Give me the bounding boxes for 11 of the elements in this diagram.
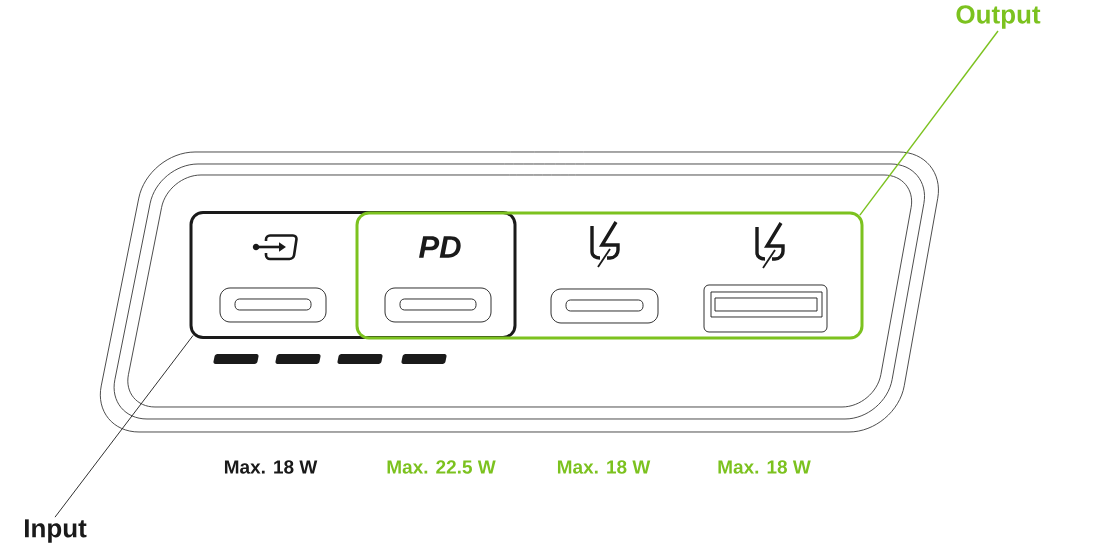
callout-label: Output <box>956 5 1041 29</box>
power-rating: Max. 18 W <box>557 460 651 474</box>
port-group-frame <box>355 211 864 340</box>
callout-label: Input <box>25 519 87 543</box>
port-marking: PD <box>419 236 461 258</box>
power-rating: Max. 18 W <box>718 460 811 474</box>
power-rating: Max. 22.5 W <box>387 460 496 474</box>
leader-line <box>859 30 999 216</box>
leader-line <box>54 334 194 518</box>
power-rating: Max. 18 W <box>224 460 318 474</box>
port-group-frame <box>189 211 517 339</box>
